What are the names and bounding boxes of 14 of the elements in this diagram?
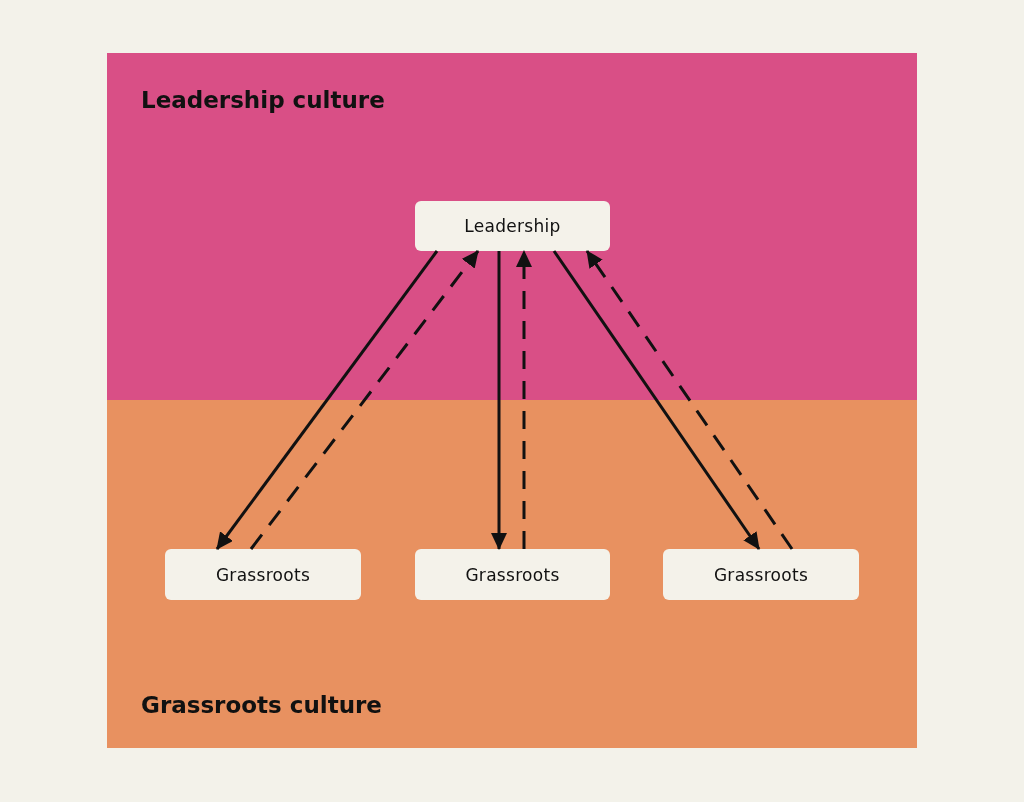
- arrow: [491, 251, 507, 550]
- band-title: Grassroots culture: [141, 692, 382, 718]
- node-box: Grassroots: [663, 549, 859, 600]
- node-box: Grassroots: [415, 549, 610, 600]
- band-background: [107, 400, 917, 748]
- band-background: [107, 53, 917, 400]
- node-box: Leadership: [415, 201, 610, 251]
- arrow: [215, 250, 439, 550]
- node-box: Grassroots: [165, 549, 361, 600]
- band-title: Leadership culture: [141, 87, 385, 113]
- arrow: [516, 250, 532, 549]
- arrow: [585, 250, 794, 550]
- arrow: [552, 250, 761, 550]
- arrow: [249, 250, 480, 550]
